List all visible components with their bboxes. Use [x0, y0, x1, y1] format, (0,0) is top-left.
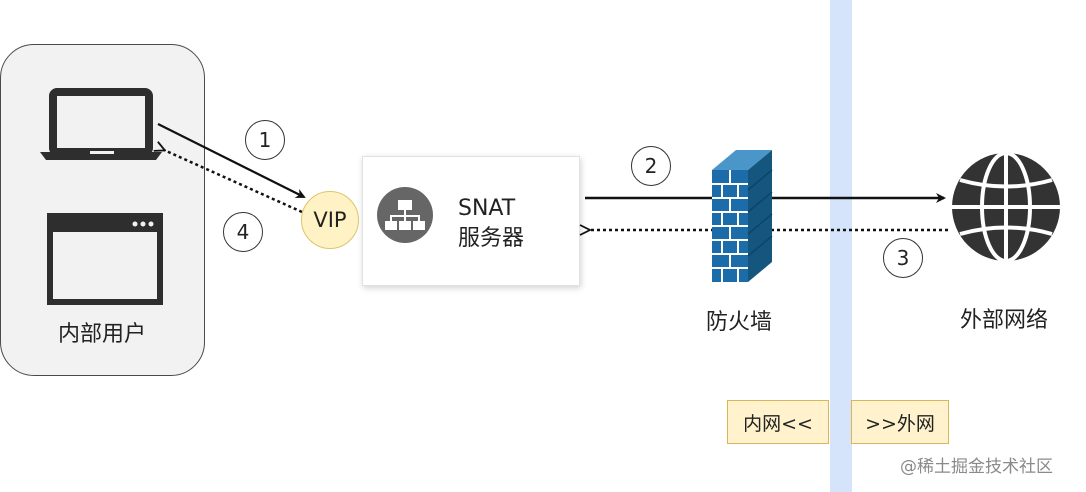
external-network-label: 外部网络 — [960, 308, 1049, 333]
arrow-vip-to-user — [164, 150, 303, 214]
firewall-label: 防火墙 — [706, 310, 773, 335]
step-2-marker: 2 — [631, 146, 671, 186]
network-sitemap-icon — [377, 187, 433, 243]
external-zone-tag: >>外网 — [851, 400, 949, 444]
internal-users-group — [0, 44, 205, 376]
snat-label-line1: SNAT — [458, 196, 516, 221]
internal-users-label: 内部用户 — [58, 322, 147, 347]
step-1-marker: 1 — [245, 120, 285, 160]
watermark-text: @稀土掘金技术社区 — [900, 457, 1053, 477]
step-3-marker: 3 — [883, 238, 923, 278]
arrow-user-to-vip — [157, 123, 306, 198]
globe-icon — [952, 151, 1060, 263]
internal-zone-tag: 内网<< — [727, 400, 829, 444]
snat-label-line2: 服务器 — [458, 226, 525, 251]
browser-window-icon — [47, 213, 163, 305]
network-boundary — [830, 0, 852, 492]
laptop-icon — [40, 88, 162, 160]
step-4-marker: 4 — [223, 212, 263, 252]
firewall-icon — [712, 150, 773, 282]
vip-node: VIP — [301, 191, 359, 249]
